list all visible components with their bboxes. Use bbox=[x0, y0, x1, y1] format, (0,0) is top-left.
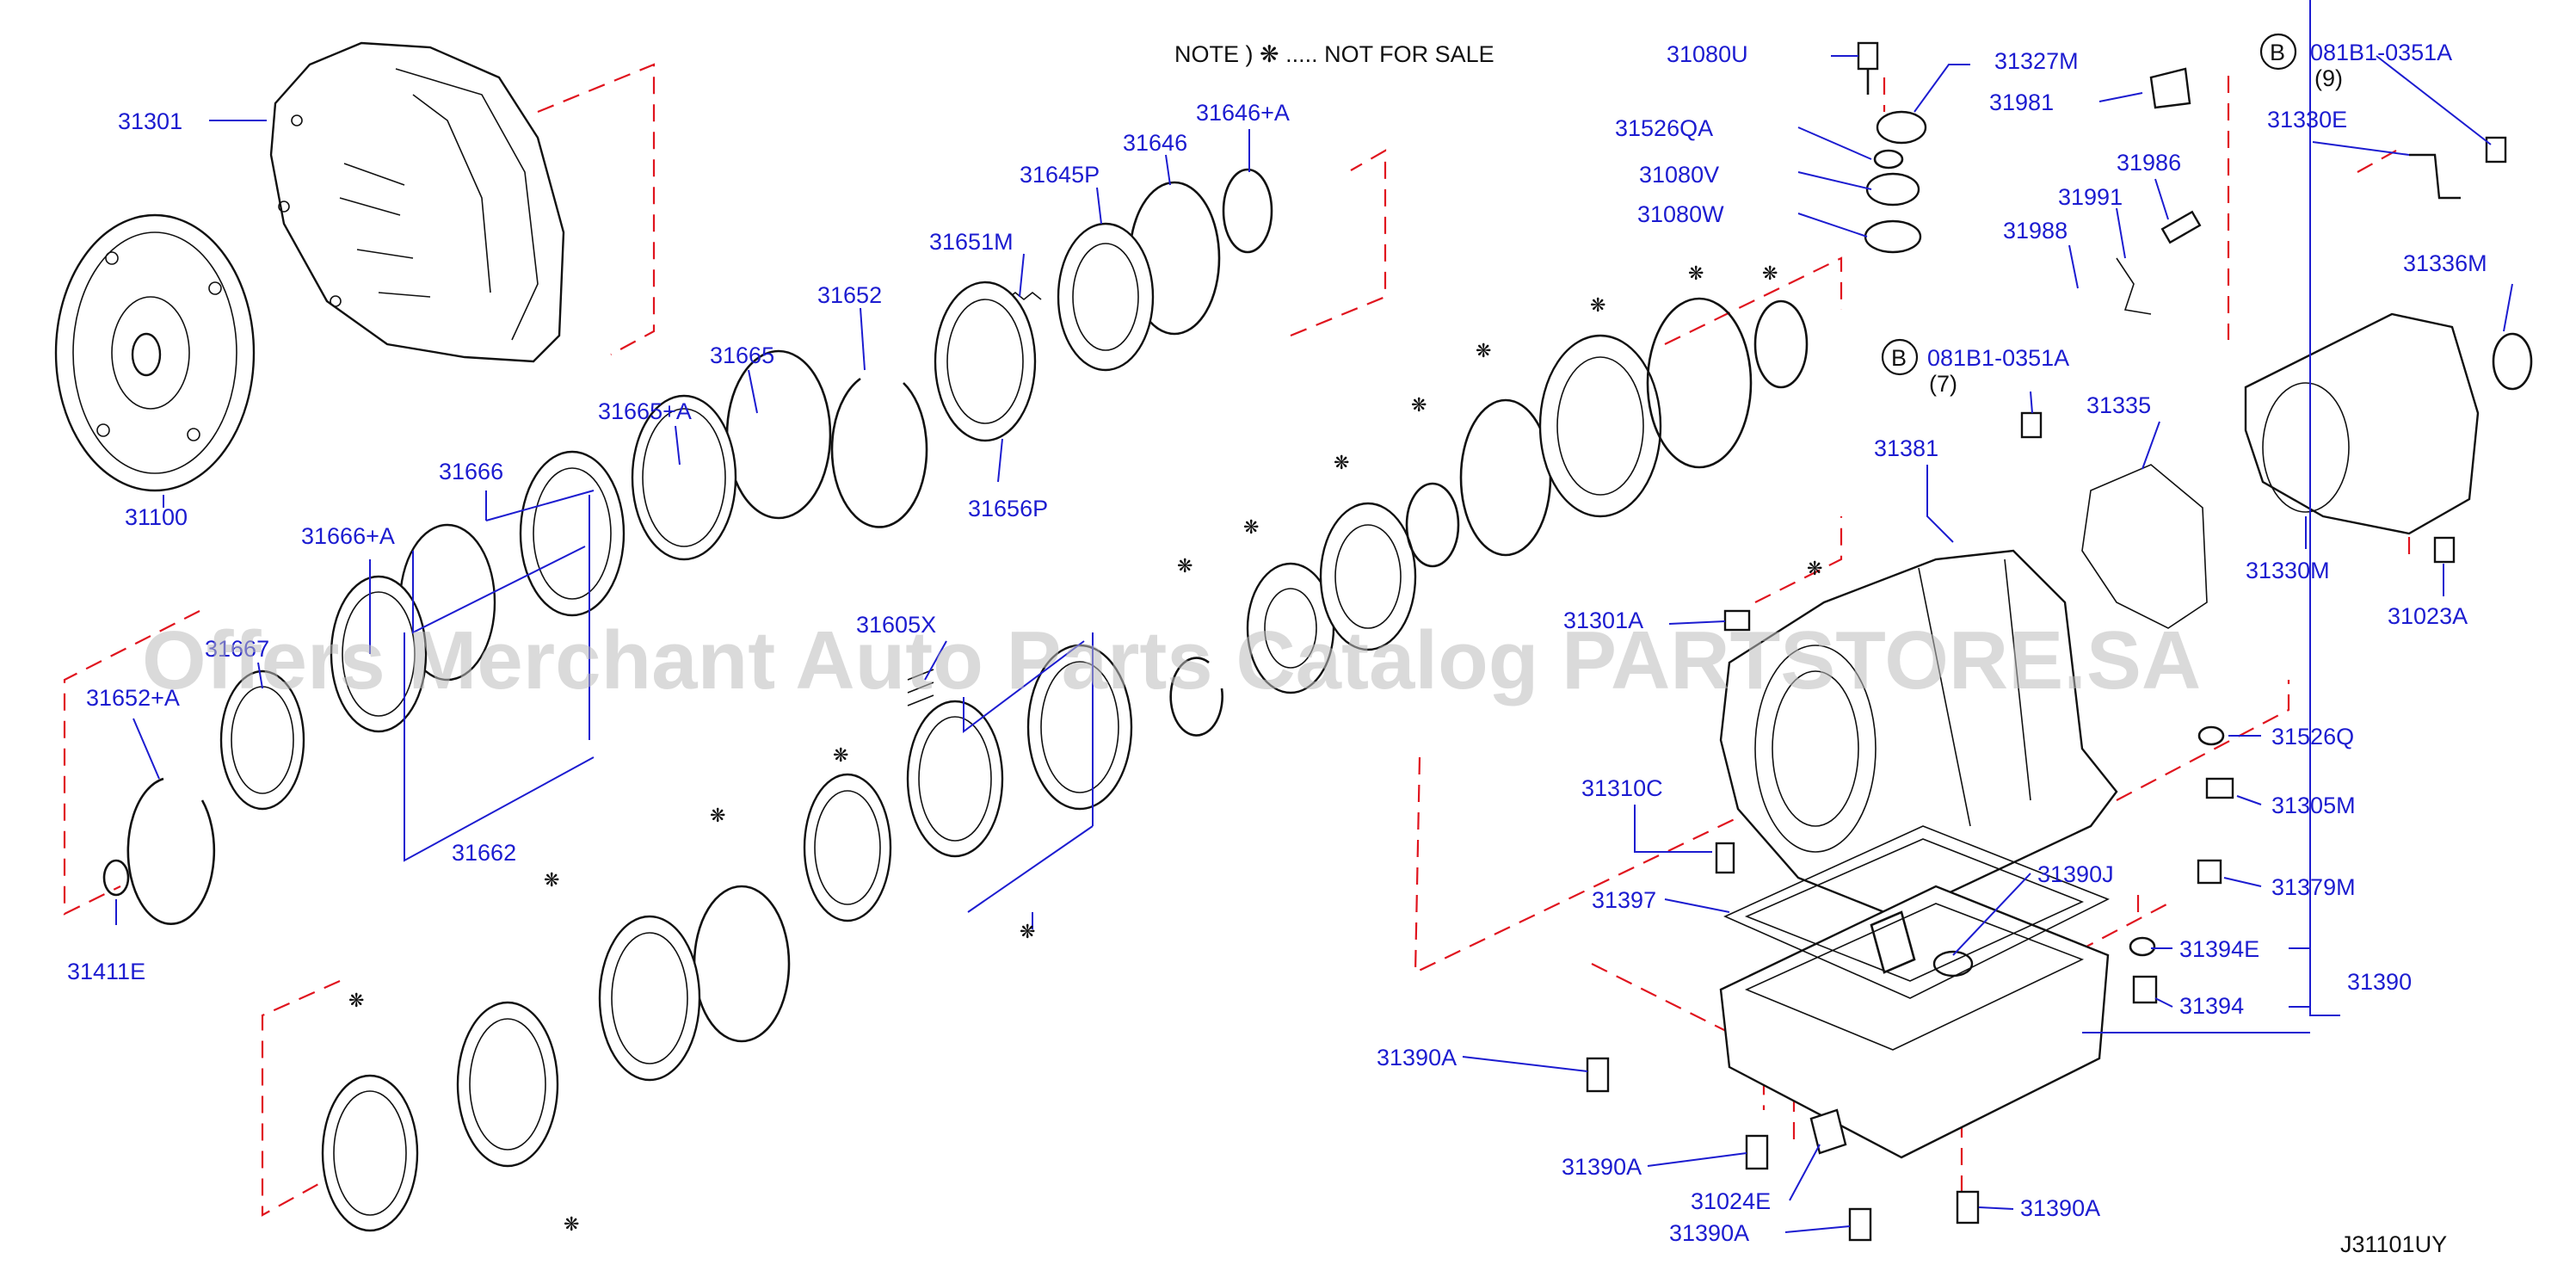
label-31397: 31397 bbox=[1592, 887, 1656, 913]
transmission-case-part bbox=[1719, 549, 2118, 914]
label-31080v: 31080V bbox=[1639, 162, 1719, 188]
label-31394: 31394 bbox=[2179, 993, 2244, 1019]
label-31656p: 31656P bbox=[968, 496, 1048, 521]
callout-b-letter-2: B bbox=[1891, 345, 1907, 371]
label-31986: 31986 bbox=[2117, 150, 2181, 176]
svg-text:❋: ❋ bbox=[1411, 395, 1427, 416]
clutch-and-ring-parts bbox=[102, 168, 1809, 1232]
svg-text:❋: ❋ bbox=[1020, 922, 1035, 943]
label-31023a: 31023A bbox=[2388, 603, 2468, 629]
svg-text:❋: ❋ bbox=[1807, 558, 1822, 580]
label-31665a: 31665+A bbox=[598, 398, 692, 424]
oil-pan-part bbox=[1719, 885, 2110, 1159]
label-31645p: 31645P bbox=[1020, 162, 1100, 188]
svg-text:❋: ❋ bbox=[1334, 453, 1349, 474]
svg-text:❋: ❋ bbox=[564, 1214, 579, 1236]
label-31652a: 31652+A bbox=[86, 685, 180, 711]
label-qty-9: (9) bbox=[2314, 65, 2343, 91]
torque-converter-part bbox=[54, 213, 256, 492]
svg-text:❋: ❋ bbox=[833, 745, 848, 767]
label-31411e: 31411E bbox=[67, 959, 145, 984]
svg-text:❋: ❋ bbox=[710, 805, 725, 827]
label-31024e: 31024E bbox=[1691, 1188, 1771, 1214]
label-31394e: 31394E bbox=[2179, 936, 2259, 962]
watermark-text: Offers Merchant Auto Parts Catalog PARTS… bbox=[142, 614, 2201, 706]
label-31379m: 31379M bbox=[2271, 874, 2356, 900]
label-31646: 31646 bbox=[1123, 130, 1187, 156]
label-31301: 31301 bbox=[118, 108, 182, 134]
small-hardware-parts bbox=[1586, 41, 2507, 1242]
label-081b1-0351a-2: 081B1-0351A bbox=[1927, 345, 2069, 371]
label-31605x: 31605X bbox=[856, 612, 936, 638]
label-31390a-2: 31390A bbox=[1562, 1154, 1642, 1180]
label-31526qa: 31526QA bbox=[1615, 115, 1713, 141]
converter-housing-part bbox=[269, 41, 565, 363]
label-31336m: 31336M bbox=[2403, 250, 2487, 276]
oil-pan-gasket-part bbox=[1723, 825, 2110, 999]
svg-text:❋: ❋ bbox=[1476, 341, 1491, 362]
label-31390a-3: 31390A bbox=[1669, 1220, 1749, 1246]
leader-lines bbox=[115, 0, 2513, 1233]
label-31526q: 31526Q bbox=[2271, 724, 2354, 750]
label-31666: 31666 bbox=[439, 459, 503, 484]
callout-b-circle-1 bbox=[2259, 33, 2297, 71]
label-qty-7: (7) bbox=[1929, 371, 1957, 397]
part-number-labels: NOTE ) ❋ ..... NOT FOR SALE 31301 31100 … bbox=[67, 33, 2487, 1257]
label-31662: 31662 bbox=[452, 840, 516, 866]
label-31305m: 31305M bbox=[2271, 793, 2356, 818]
label-31390a-1: 31390A bbox=[1377, 1045, 1457, 1070]
label-31381: 31381 bbox=[1874, 435, 1938, 461]
label-31080w: 31080W bbox=[1637, 201, 1724, 227]
rear-extension-part bbox=[2081, 312, 2533, 629]
svg-text:❋: ❋ bbox=[1243, 517, 1259, 539]
diagram-code: J31101UY bbox=[2340, 1231, 2447, 1257]
callout-b-letter-1: B bbox=[2270, 40, 2285, 65]
label-31991: 31991 bbox=[2058, 184, 2123, 210]
label-31330e: 31330E bbox=[2267, 107, 2347, 133]
svg-text:❋: ❋ bbox=[1688, 263, 1704, 285]
label-081b1-0351a-1: 081B1-0351A bbox=[2310, 40, 2452, 65]
svg-text:❋: ❋ bbox=[1177, 556, 1192, 577]
label-31666a: 31666+A bbox=[301, 523, 395, 549]
svg-text:❋: ❋ bbox=[1762, 263, 1778, 285]
svg-text:❋: ❋ bbox=[1590, 295, 1605, 317]
label-31301a: 31301A bbox=[1563, 608, 1643, 633]
label-31330m: 31330M bbox=[2246, 558, 2330, 583]
label-31981: 31981 bbox=[1989, 89, 2054, 115]
label-31667: 31667 bbox=[205, 636, 269, 662]
svg-text:❋: ❋ bbox=[544, 870, 559, 891]
label-31652: 31652 bbox=[817, 282, 882, 308]
label-31665: 31665 bbox=[710, 342, 774, 368]
label-31390j: 31390J bbox=[2037, 861, 2114, 887]
label-31310c: 31310C bbox=[1581, 775, 1663, 801]
callout-b-circle-2 bbox=[1881, 338, 1919, 376]
label-31080u: 31080U bbox=[1667, 41, 1748, 67]
note-text: NOTE ) ❋ ..... NOT FOR SALE bbox=[1174, 41, 1494, 67]
label-31988: 31988 bbox=[2003, 218, 2068, 244]
label-31651m: 31651M bbox=[929, 229, 1014, 255]
label-31335: 31335 bbox=[2086, 392, 2151, 418]
label-31327m: 31327M bbox=[1994, 48, 2079, 74]
label-31646a: 31646+A bbox=[1196, 100, 1290, 126]
svg-text:❋: ❋ bbox=[348, 990, 364, 1012]
label-31390: 31390 bbox=[2347, 969, 2412, 995]
not-for-sale-marks: ❋ ❋ ❋ ❋ ❋ ❋ ❋ ❋ ❋ ❋ ❋ ❋ ❋ ❋ ❋ bbox=[348, 263, 1822, 1236]
label-31100: 31100 bbox=[125, 504, 188, 530]
label-31390a-4: 31390A bbox=[2020, 1195, 2100, 1221]
